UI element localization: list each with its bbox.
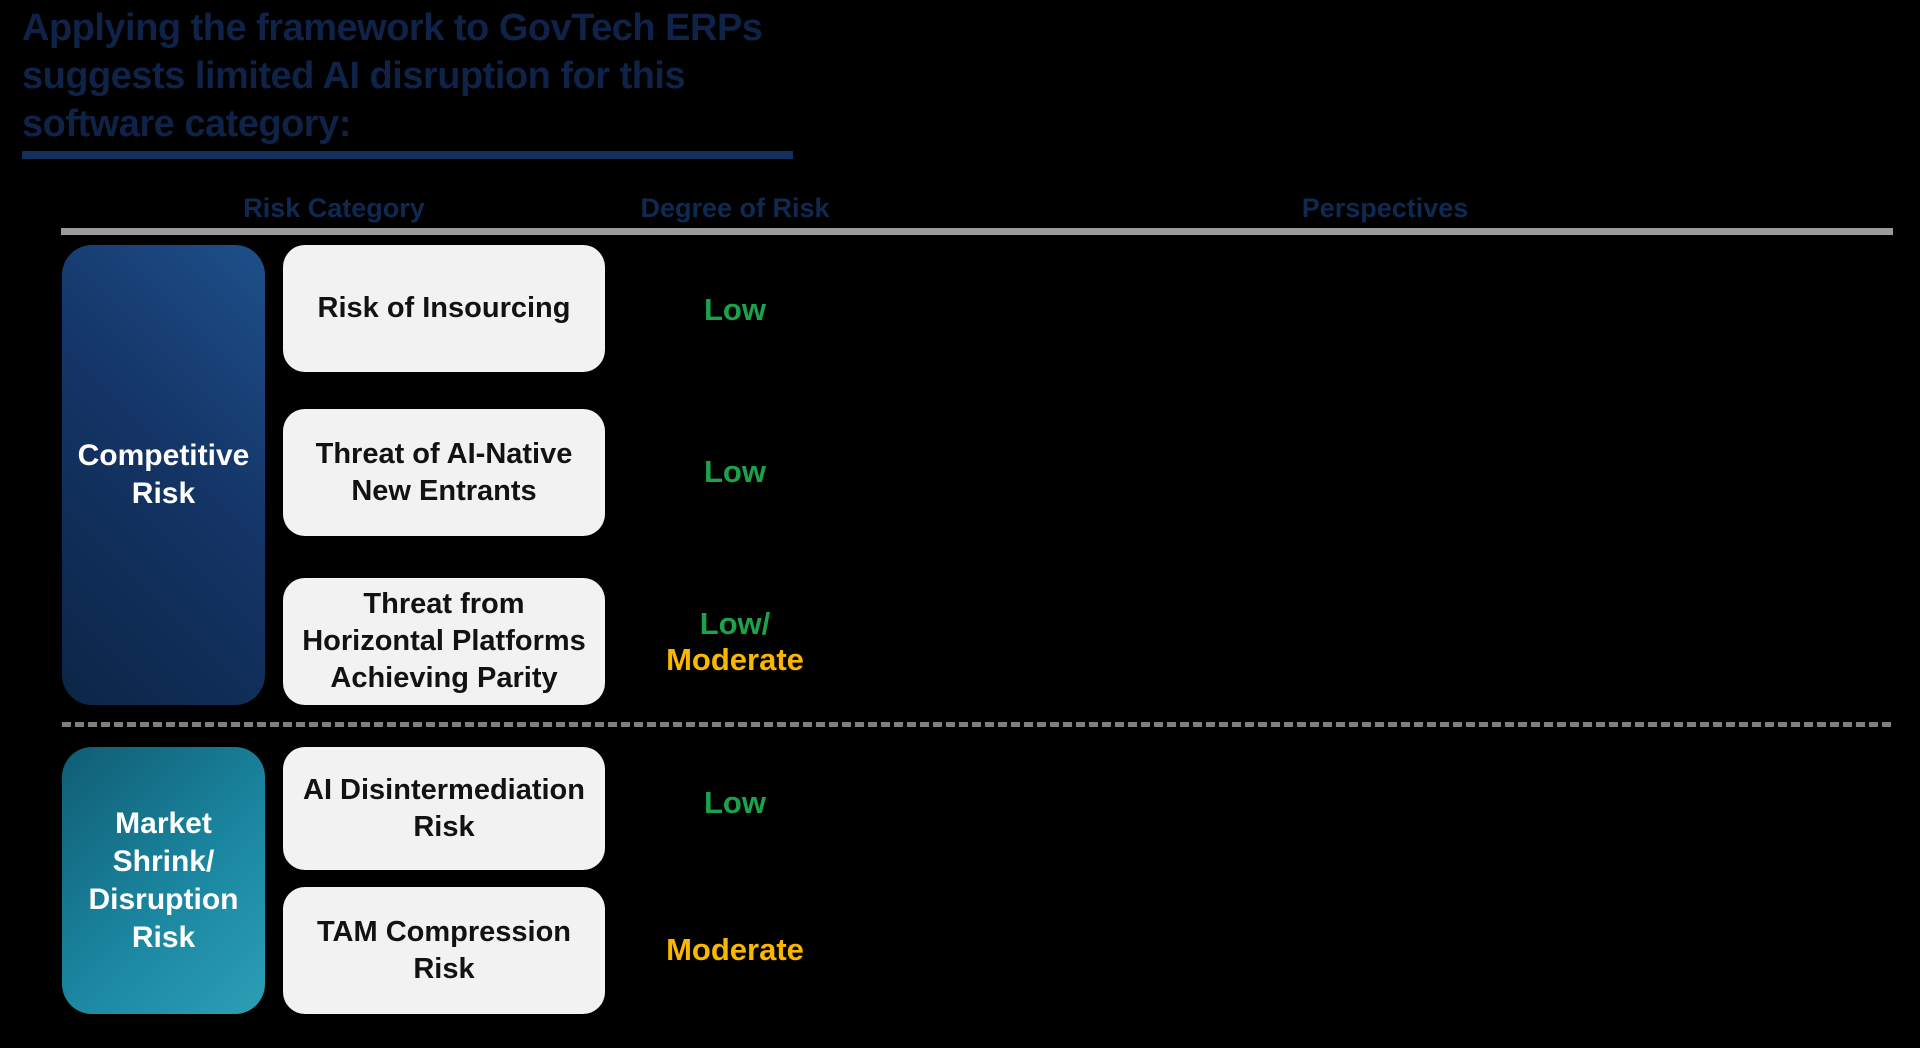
group-competitive-risk: Competitive Risk: [62, 245, 265, 705]
degree-text-moderate: Moderate: [666, 642, 804, 677]
risk-box-ai-native-new-entrants: Threat of AI-Native New Entrants: [283, 409, 605, 536]
column-header-degree-of-risk: Degree of Risk: [640, 193, 830, 223]
risk-box-tam-compression: TAM Compression Risk: [283, 887, 605, 1014]
degree-text-moderate: Moderate: [666, 932, 804, 967]
column-header-perspectives: Perspectives: [1301, 193, 1469, 223]
page-title: Applying the framework to GovTech ERPs s…: [22, 7, 763, 145]
degree-value-row-3: Low/ Moderate: [666, 606, 804, 678]
group-market-shrink-disruption-risk: Market Shrink/ Disruption Risk: [62, 747, 265, 1014]
degree-value-row-4: Low: [704, 785, 766, 821]
risk-box-horizontal-platforms-parity: Threat from Horizontal Platforms Achievi…: [283, 578, 605, 705]
degree-value-row-1: Low: [704, 292, 766, 328]
degree-value-row-5: Moderate: [666, 932, 804, 968]
degree-text-low: Low: [704, 292, 766, 327]
column-header-risk-category: Risk Category: [243, 193, 425, 223]
title-underline: [22, 151, 793, 159]
degree-text-low: Low: [704, 785, 766, 820]
group-dashed-divider: [62, 722, 1893, 727]
degree-text-low: Low: [704, 454, 766, 489]
risk-box-ai-disintermediation: AI Disintermediation Risk: [283, 747, 605, 870]
degree-value-row-2: Low: [704, 454, 766, 490]
degree-text-low-slash: Low/: [699, 606, 771, 641]
risk-box-insourcing: Risk of Insourcing: [283, 245, 605, 372]
header-rule: [61, 228, 1893, 235]
